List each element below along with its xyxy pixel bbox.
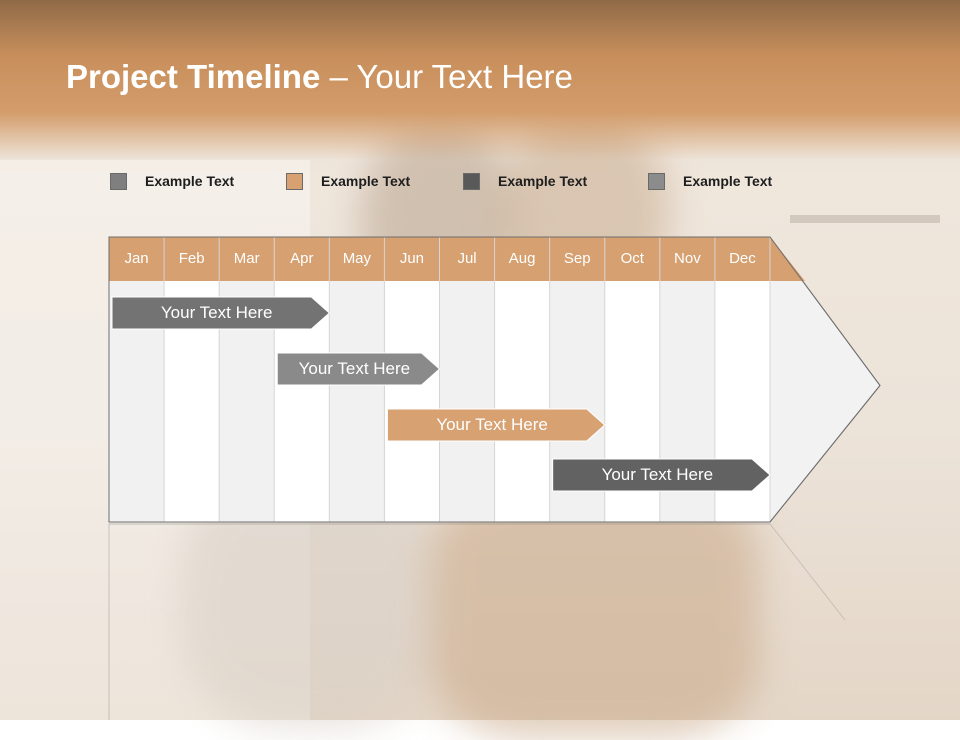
legend-item: Example Text (110, 170, 234, 192)
month-label: May (342, 250, 372, 267)
reflection-tip (769, 523, 846, 621)
legend-label: Example Text (498, 173, 588, 189)
task-bar (276, 352, 441, 386)
month-label: Mar (233, 250, 260, 267)
month-label: Feb (178, 250, 205, 267)
task-bar (386, 408, 606, 442)
legend-label: Example Text (321, 173, 411, 189)
task-label: Your Text Here (436, 415, 548, 434)
legend-item: Example Text (648, 170, 772, 192)
task-bar (552, 458, 771, 492)
timeline-outline (108, 236, 881, 523)
month-label: Jan (124, 250, 149, 267)
month-label: Apr (290, 250, 314, 267)
task-label: Your Text Here (601, 465, 714, 484)
month-label: Sep (563, 250, 591, 267)
month-label: Aug (508, 250, 536, 267)
month-column (439, 281, 495, 522)
title-band (0, 0, 960, 160)
month-column (384, 281, 440, 522)
month-column (494, 281, 550, 522)
task-bar (111, 296, 331, 330)
legend-item: Example Text (286, 170, 410, 192)
legend-label: Example Text (683, 173, 773, 189)
timeline-header (109, 237, 805, 281)
month-column (329, 281, 385, 522)
title-bold: Project Timeline (66, 58, 321, 95)
month-label: Dec (729, 250, 756, 267)
month-label: Oct (620, 250, 644, 267)
legend-label: Example Text (145, 173, 235, 189)
month-label: Jun (399, 250, 425, 267)
legend-swatch (110, 172, 127, 190)
legend-swatch (286, 172, 303, 190)
task-label: Your Text Here (298, 359, 411, 378)
legend-swatch (463, 172, 480, 190)
timeline-chart (108, 236, 881, 720)
month-label: Jul (457, 250, 477, 267)
month-label: Nov (674, 250, 701, 267)
slide-title: Project Timeline – Your Text Here (66, 58, 573, 96)
title-rest: – Your Text Here (320, 58, 573, 95)
legend-swatch (648, 172, 665, 190)
task-label: Your Text Here (160, 303, 273, 322)
legend-item: Example Text (463, 170, 587, 192)
